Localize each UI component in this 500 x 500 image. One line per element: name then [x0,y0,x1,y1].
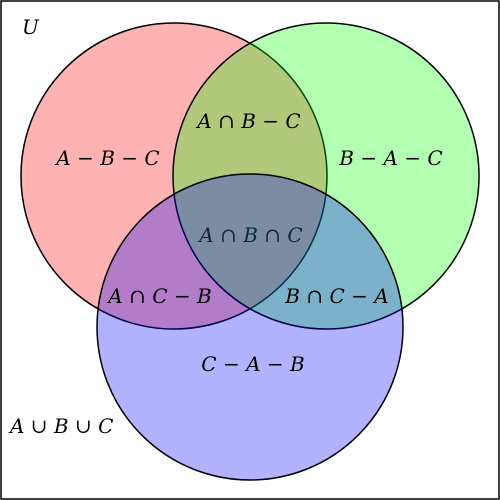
circle-a [20,22,328,330]
region-ac-only-label: A ∩ C − B [106,284,211,308]
universe-label: U [22,15,40,39]
region-ab-only-label: A ∩ B − C [195,109,300,133]
circle-c [96,173,404,481]
region-b-only-label: B − A − C [338,146,442,170]
circle-b [172,22,480,330]
region-a-only-label: A − B − C [54,146,159,170]
union-label: A ∪ B ∪ C [8,414,113,438]
region-bc-only-label: B ∩ C − A [284,284,388,308]
region-c-only-label: C − A − B [201,352,304,376]
region-abc-label: A ∩ B ∩ C [197,223,302,247]
